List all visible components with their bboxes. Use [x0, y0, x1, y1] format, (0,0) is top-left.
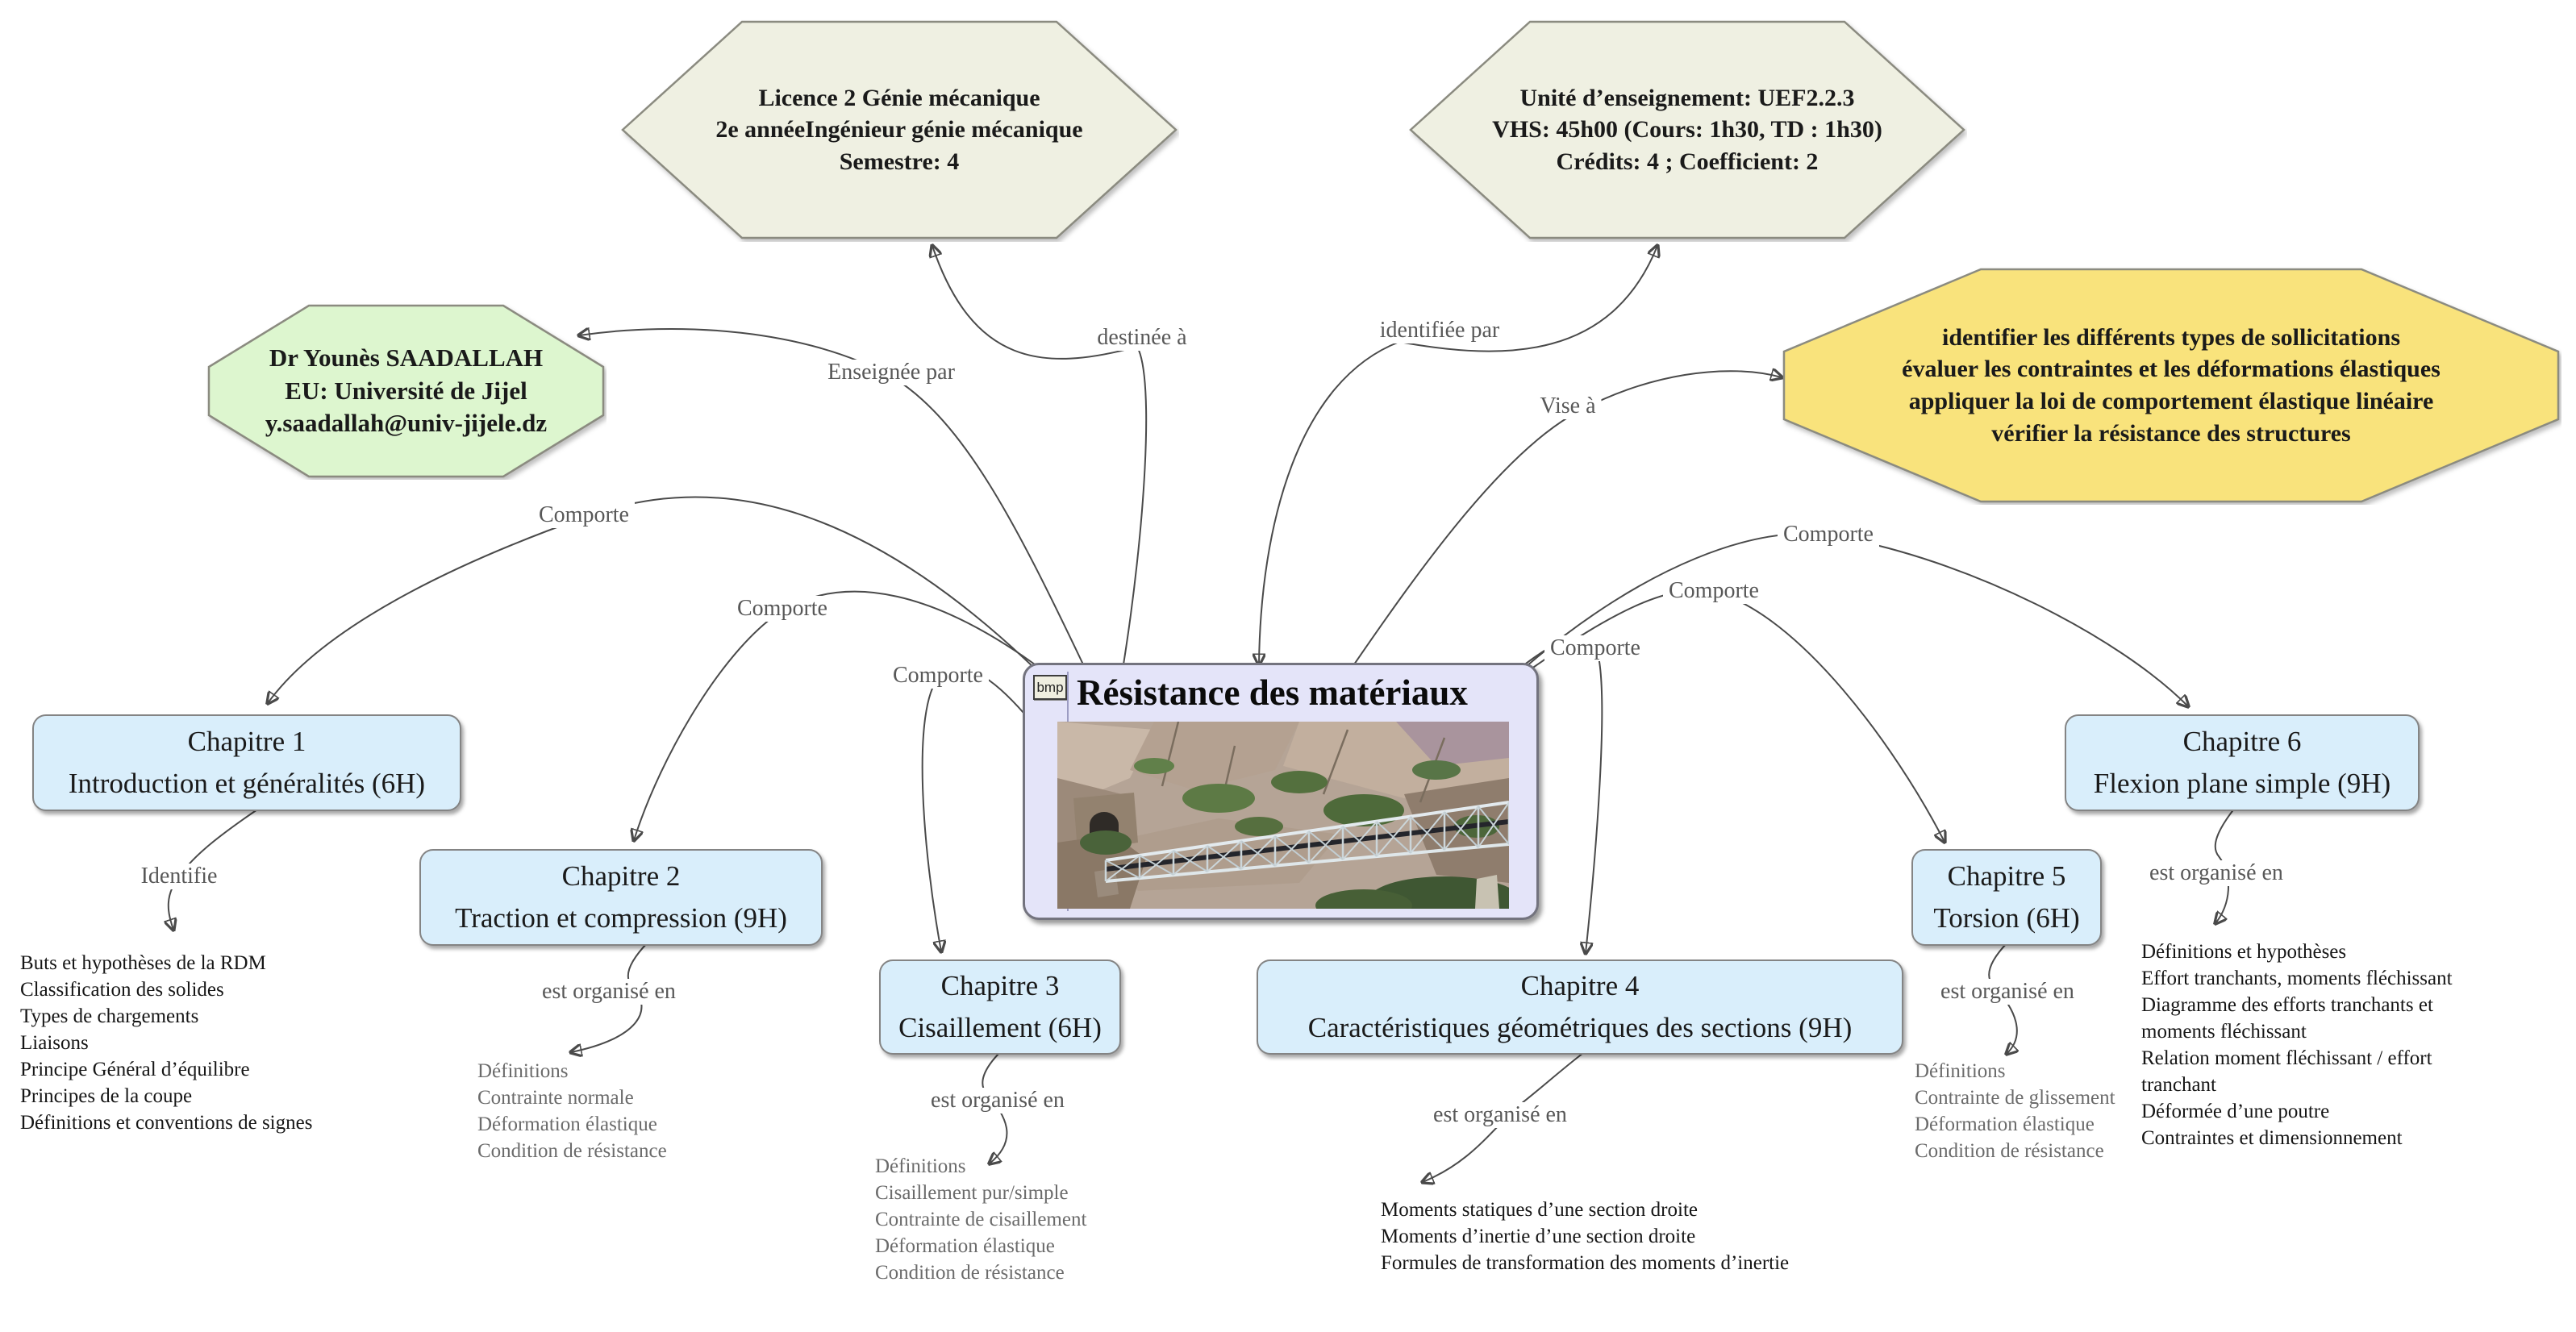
- node-central-topic[interactable]: bmp Résistance des matériaux: [1023, 663, 1539, 920]
- edge-comporte-ch5: [1528, 589, 1945, 842]
- chapter-6-topics[interactable]: Définitions et hypothèses Effort trancha…: [2141, 941, 2453, 1149]
- edge-label-comporte-ch3: Comporte: [887, 663, 989, 689]
- node-teaching-unit-hexagon[interactable]: Unité d’enseignement: UEF2.2.3 VHS: 45h0…: [1407, 18, 1967, 242]
- chapter-title: Chapitre 5: [1947, 860, 2066, 892]
- objectives-text: identifier les différents types de solli…: [1902, 323, 2441, 447]
- hexagon-shape: [621, 20, 1178, 239]
- node-chapter-2[interactable]: Chapitre 2 Traction et compression (9H): [419, 849, 823, 946]
- edge-label-comporte-ch5: Comporte: [1663, 578, 1765, 604]
- edge-label-identifie: Identifie: [135, 864, 223, 889]
- edge-label-identifiee-par: identifiée par: [1373, 318, 1506, 343]
- chapter-3-topics[interactable]: Définitions Cisaillement pur/simple Cont…: [875, 1155, 1087, 1284]
- hexagon-shape: [1409, 20, 1965, 239]
- node-chapter-6[interactable]: Chapitre 6 Flexion plane simple (9H): [2065, 714, 2420, 811]
- node-program-hexagon[interactable]: Licence 2 Génie mécanique 2e annéeIngéni…: [619, 18, 1179, 242]
- chapter-title: Chapitre 3: [940, 969, 1060, 1001]
- edge-destinee-a: [932, 246, 1148, 665]
- chapter-subtitle: Traction et compression (9H): [455, 902, 787, 934]
- bridge-photo: [1057, 722, 1509, 909]
- octagon-shape: [1782, 268, 2560, 503]
- chapter-subtitle: Cisaillement (6H): [898, 1012, 1102, 1043]
- node-teacher-octagon[interactable]: Dr Younès SAADALLAH EU: Université de Ji…: [206, 302, 606, 480]
- edge-label-destinee-a: destinée à: [1091, 325, 1193, 351]
- edge-identifiee-par: [1259, 246, 1657, 664]
- chapter-subtitle: Torsion (6H): [1933, 902, 2080, 934]
- chapter-subtitle: Introduction et généralités (6H): [68, 768, 426, 799]
- edge-label-organise-ch2: est organisé en: [536, 979, 682, 1005]
- bmp-badge: bmp: [1033, 675, 1067, 700]
- chapter-5-topics[interactable]: Définitions Contrainte de glissement Déf…: [1915, 1060, 2115, 1162]
- edge-label-comporte-ch4: Comporte: [1544, 635, 1646, 661]
- edge-label-vise-a: Vise à: [1534, 393, 1602, 419]
- edge-vise-a: [1353, 371, 1782, 665]
- chapter-title: Chapitre 1: [187, 725, 306, 757]
- edge-comporte-ch2: [634, 590, 1051, 840]
- chapter-2-topics[interactable]: Définitions Contrainte normale Déformati…: [477, 1060, 667, 1162]
- program-text: Licence 2 Génie mécanique 2e annéeIngéni…: [715, 84, 1083, 175]
- node-chapter-4[interactable]: Chapitre 4 Caractéristiques géométriques…: [1257, 959, 1903, 1055]
- node-chapter-1[interactable]: Chapitre 1 Introduction et généralités (…: [32, 714, 461, 811]
- edge-label-comporte-ch1: Comporte: [533, 502, 635, 528]
- edge-label-organise-ch6: est organisé en: [2144, 860, 2289, 886]
- chapter-4-topics[interactable]: Moments statiques d’une section droite M…: [1381, 1199, 1790, 1274]
- chapter-1-topics[interactable]: Buts et hypothèses de la RDM Classificat…: [20, 952, 313, 1134]
- node-objectives-octagon[interactable]: identifier les différents types de solli…: [1781, 266, 2561, 505]
- edge-label-organise-ch5: est organisé en: [1935, 979, 2080, 1005]
- edge-label-comporte-ch6: Comporte: [1778, 522, 1879, 547]
- edge-label-enseignee-par: Enseignée par: [822, 360, 961, 385]
- chapter-title: Chapitre 6: [2182, 725, 2302, 757]
- chapter-title: Chapitre 4: [1520, 969, 1640, 1001]
- octagon-shape: [207, 304, 605, 478]
- edge-label-organise-ch4: est organisé en: [1428, 1102, 1573, 1128]
- teaching-unit-text: Unité d’enseignement: UEF2.2.3 VHS: 45h0…: [1492, 84, 1882, 175]
- central-title: Résistance des matériaux: [1077, 672, 1468, 713]
- node-chapter-5[interactable]: Chapitre 5 Torsion (6H): [1911, 849, 2102, 946]
- edge-comporte-ch3: [921, 668, 1030, 951]
- chapter-subtitle: Caractéristiques géométriques des sectio…: [1307, 1012, 1853, 1043]
- node-chapter-3[interactable]: Chapitre 3 Cisaillement (6H): [879, 959, 1121, 1055]
- teacher-text: Dr Younès SAADALLAH EU: Université de Ji…: [265, 343, 548, 438]
- edge-label-organise-ch3: est organisé en: [925, 1088, 1070, 1113]
- chapter-subtitle: Flexion plane simple (9H): [2093, 768, 2391, 799]
- edge-comporte-ch6: [1526, 532, 2188, 706]
- edge-label-comporte-ch2: Comporte: [732, 596, 833, 622]
- edge-organise-ch6: [2215, 807, 2236, 923]
- chapter-title: Chapitre 2: [561, 860, 681, 892]
